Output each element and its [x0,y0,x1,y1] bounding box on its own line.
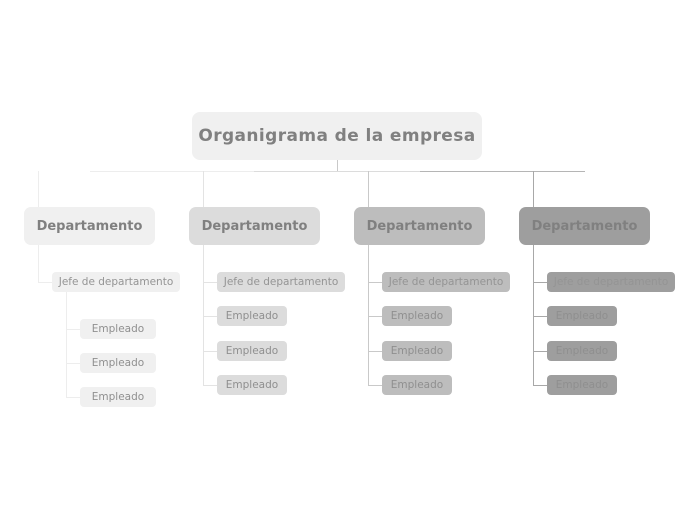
employee-elbow-4-2 [533,351,547,352]
department-node-label-2: Departamento [201,218,308,234]
root-node[interactable]: Organigrama de la empresa [192,112,482,160]
root-stem-connector [337,160,338,171]
jefe-spine-1 [66,292,67,397]
employee-elbow-2-2 [203,351,217,352]
jefe-node-label-4: Jefe de departamento [553,276,669,288]
department-node-label-4: Departamento [531,218,638,234]
jefe-elbow-2 [203,282,217,283]
employee-node-label-4-2: Empleado [555,345,609,357]
department-node-label-3: Departamento [366,218,473,234]
employee-node-label-2-1: Empleado [225,310,279,322]
employee-node-label-2-2: Empleado [225,345,279,357]
dept-drop-connector-3 [368,171,369,207]
dept-spine-2 [203,245,204,385]
employee-node-label-1-2: Empleado [91,357,145,369]
employee-node-4-1[interactable]: Empleado [547,306,617,326]
jefe-node-4[interactable]: Jefe de departamento [547,272,675,292]
department-node-label-1: Departamento [36,218,143,234]
employee-node-label-4-1: Empleado [555,310,609,322]
jefe-node-3[interactable]: Jefe de departamento [382,272,510,292]
employee-node-4-3[interactable]: Empleado [547,375,617,395]
dept-spine-3 [368,245,369,385]
employee-elbow-1-1 [66,329,80,330]
employee-node-2-2[interactable]: Empleado [217,341,287,361]
department-node-2[interactable]: Departamento [189,207,320,245]
employee-node-3-1[interactable]: Empleado [382,306,452,326]
connector-bar-segment-3 [420,171,585,172]
employee-elbow-2-3 [203,385,217,386]
dept-spine-1 [38,245,39,282]
connector-bar-segment-2 [254,171,420,172]
employee-node-1-2[interactable]: Empleado [80,353,156,373]
employee-node-label-4-3: Empleado [555,379,609,391]
employee-node-1-1[interactable]: Empleado [80,319,156,339]
employee-elbow-1-2 [66,363,80,364]
employee-node-2-3[interactable]: Empleado [217,375,287,395]
employee-node-4-2[interactable]: Empleado [547,341,617,361]
department-node-4[interactable]: Departamento [519,207,650,245]
employee-elbow-3-1 [368,316,382,317]
employee-node-1-3[interactable]: Empleado [80,387,156,407]
employee-node-3-2[interactable]: Empleado [382,341,452,361]
dept-drop-connector-4 [533,171,534,207]
jefe-node-label-2: Jefe de departamento [223,276,339,288]
dept-drop-connector-2 [203,171,204,207]
jefe-node-1[interactable]: Jefe de departamento [52,272,180,292]
department-node-1[interactable]: Departamento [24,207,155,245]
employee-node-label-1-1: Empleado [91,323,145,335]
jefe-elbow-4 [533,282,547,283]
employee-elbow-2-1 [203,316,217,317]
jefe-node-label-1: Jefe de departamento [58,276,174,288]
employee-elbow-4-3 [533,385,547,386]
dept-spine-4 [533,245,534,385]
dept-drop-connector-1 [38,171,39,207]
jefe-elbow-3 [368,282,382,283]
employee-elbow-1-3 [66,397,80,398]
jefe-elbow-1 [38,282,52,283]
department-node-3[interactable]: Departamento [354,207,485,245]
employee-elbow-3-3 [368,385,382,386]
jefe-node-2[interactable]: Jefe de departamento [217,272,345,292]
employee-node-label-2-3: Empleado [225,379,279,391]
employee-node-label-1-3: Empleado [91,391,145,403]
employee-node-label-3-3: Empleado [390,379,444,391]
connector-bar-segment-1 [90,171,254,172]
employee-node-label-3-1: Empleado [390,310,444,322]
employee-node-label-3-2: Empleado [390,345,444,357]
employee-node-3-3[interactable]: Empleado [382,375,452,395]
employee-node-2-1[interactable]: Empleado [217,306,287,326]
root-node-label: Organigrama de la empresa [198,126,476,146]
employee-elbow-3-2 [368,351,382,352]
employee-elbow-4-1 [533,316,547,317]
jefe-node-label-3: Jefe de departamento [388,276,504,288]
